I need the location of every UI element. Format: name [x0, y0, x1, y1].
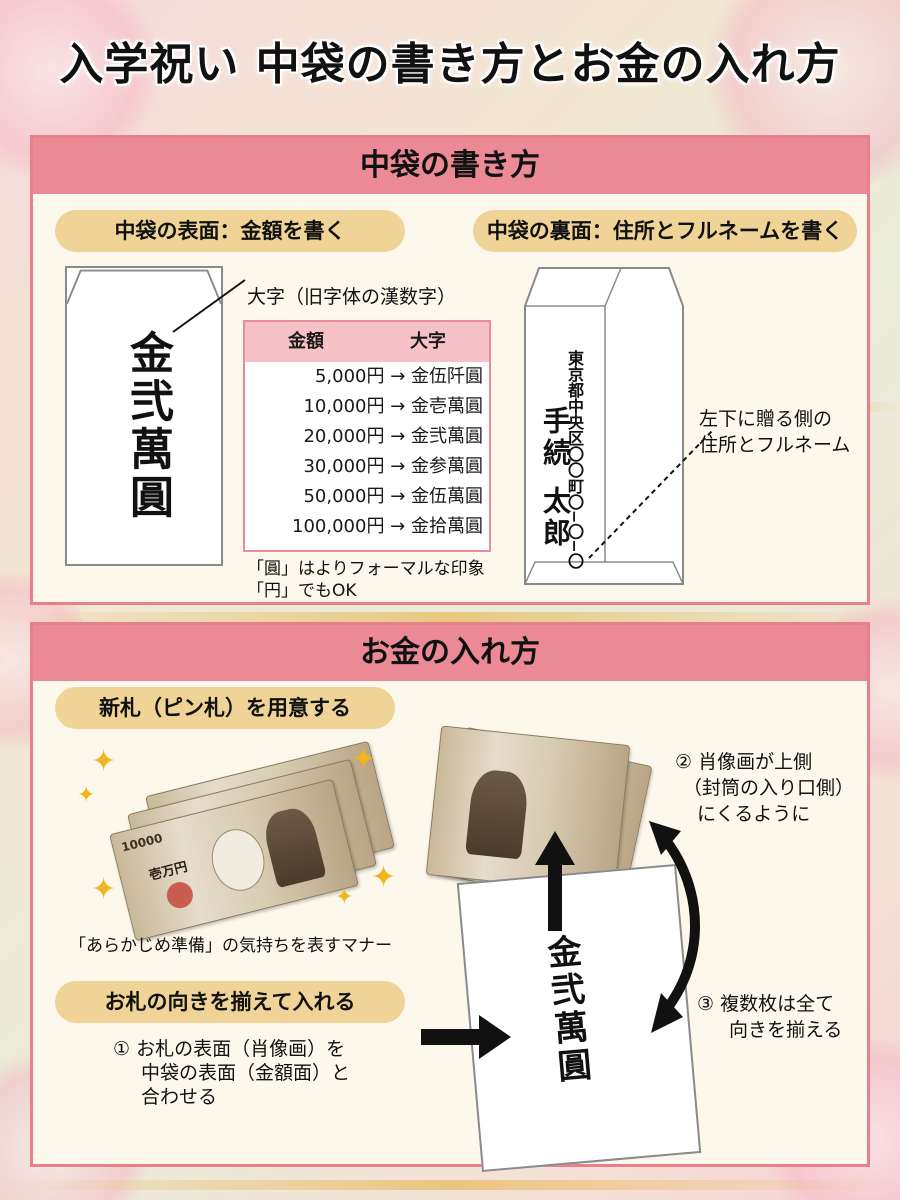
sender-address: 東京都中央区〇〇町〇−〇−〇: [565, 350, 584, 569]
sparkle-icon: ✦: [351, 742, 377, 777]
daiji-table-header: 金額 大字: [245, 322, 489, 362]
front-side-pill: 中袋の表面：金額を書く: [55, 210, 405, 252]
arrow-right-icon: [421, 1015, 511, 1059]
inserted-bill-portrait: [465, 768, 530, 860]
table-row: 10,000円 → 金壱萬圓: [303, 396, 483, 417]
table-row: 5,000円 → 金伍阡圓: [314, 366, 483, 387]
page-title: 入学祝い 中袋の書き方とお金の入れ方: [59, 39, 841, 90]
step1-line1: ① お札の表面（肖像画）を: [113, 1038, 346, 1060]
new-bills-pill: 新札（ピン札）を用意する: [55, 687, 395, 729]
formal-note-2: 「円」でもOK: [247, 581, 357, 601]
step2-line2: （封筒の入り口側）: [683, 777, 855, 799]
daiji-label: 大字（旧字体の漢数字）: [247, 286, 457, 308]
sender-given-name: 太郎: [539, 486, 572, 550]
writing-section: 中袋の書き方 中袋の表面：金額を書く 中袋の裏面：住所とフルネームを書く 金弐萬…: [30, 135, 870, 605]
back-note-2: 住所とフルネーム: [699, 434, 851, 456]
step1-line2: 中袋の表面（金額面）と: [141, 1062, 351, 1084]
sparkle-icon: ✦: [371, 860, 397, 895]
align-bills-pill: お札の向きを揃えて入れる: [55, 981, 405, 1023]
daiji-leader-line: [172, 279, 246, 333]
curved-double-arrow-icon: [649, 821, 700, 1033]
step3-line1: ③ 複数枚は全て: [697, 993, 835, 1015]
table-row: 50,000円 → 金伍萬圓: [303, 486, 483, 507]
table-row: 100,000円 → 金拾萬圓: [292, 516, 483, 537]
sender-family-name: 手続: [539, 406, 572, 470]
bill-portrait: [260, 804, 327, 889]
inserting-section-heading: お金の入れ方: [33, 625, 867, 681]
step2-line3: にくるように: [697, 803, 811, 825]
sparkle-icon: ✦: [77, 783, 96, 808]
back-side-pill: 中袋の裏面：住所とフルネームを書く: [473, 210, 857, 252]
step3-line2: 向きを揃える: [729, 1019, 843, 1041]
back-note-1: 左下に贈る側の: [699, 408, 833, 430]
table-col-amount: 金額: [288, 331, 324, 352]
sparkle-icon: ✦: [91, 744, 117, 779]
step1-line3: 合わせる: [141, 1086, 218, 1108]
sparkle-icon: ✦: [335, 885, 354, 910]
step2-line1: ② 肖像画が上側: [675, 751, 813, 773]
bill-number: 10000: [120, 830, 164, 855]
back-envelope: 東京都中央区〇〇町〇−〇−〇 手続 太郎: [524, 266, 684, 586]
inserted-bill-front: [425, 725, 631, 895]
writing-section-heading: 中袋の書き方: [33, 138, 867, 194]
back-leader-line: [588, 429, 714, 559]
bill-denomination: 壱万円: [147, 859, 190, 884]
table-row: 20,000円 → 金弐萬圓: [303, 426, 483, 447]
bill-watermark: [205, 823, 271, 897]
front-amount-text: 金弐萬圓: [122, 330, 173, 522]
envelope-flap-shape: [66, 269, 222, 305]
back-envelope-outline: [524, 267, 684, 585]
formal-note-1: 「圓」はよりフォーマルな印象: [247, 559, 485, 579]
arrow-up-icon: [535, 831, 575, 931]
inserting-section: お金の入れ方 新札（ピン札）を用意する 10000 壱万円 ✦ ✦ ✦ ✦ ✦ …: [30, 622, 870, 1173]
sparkle-icon: ✦: [91, 872, 117, 907]
table-row: 30,000円 → 金参萬圓: [303, 456, 483, 477]
manner-note: 「あらかじめ準備」の気持ちを表すマナー: [69, 936, 392, 956]
table-col-daiji: 大字: [410, 331, 446, 352]
bill-seal: [164, 879, 196, 911]
insert-envelope-amount: 金弐萬圓: [539, 932, 593, 1088]
daiji-table: 金額 大字 5,000円 → 金伍阡圓 10,000円 → 金壱萬圓 20,00…: [243, 320, 491, 552]
